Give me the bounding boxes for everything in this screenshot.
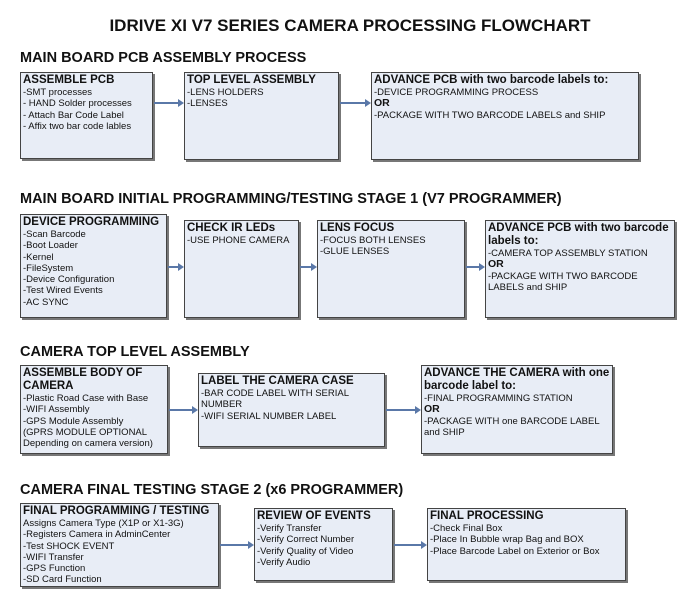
process-box-line: -Check Final Box xyxy=(430,523,503,534)
section-heading: CAMERA TOP LEVEL ASSEMBLY xyxy=(20,344,250,360)
process-box: ASSEMBLE BODY OF CAMERA-Plastic Road Cas… xyxy=(20,365,168,454)
flow-arrow xyxy=(386,406,421,414)
flow-arrow xyxy=(466,263,485,271)
process-box-line: -Place In Bubble wrap Bag and BOX xyxy=(430,534,584,546)
flow-arrow xyxy=(154,99,184,107)
process-box-line: -Verify Transfer xyxy=(257,523,322,534)
process-box-line: -WIFI Assembly xyxy=(23,404,90,416)
process-box-line: -FINAL PROGRAMMING STATION xyxy=(424,393,573,404)
process-box-title: ADVANCE PCB with two barcode labels to: xyxy=(488,222,669,247)
process-box-line: -BAR CODE LABEL WITH SERIAL NUMBER xyxy=(201,388,349,411)
process-box: TOP LEVEL ASSEMBLY-LENS HOLDERS-LENSES xyxy=(184,72,339,160)
flow-arrow xyxy=(394,541,427,549)
process-box-title: ADVANCE THE CAMERA with one barcode labe… xyxy=(424,367,610,392)
flow-arrow xyxy=(340,99,371,107)
process-box: FINAL PROCESSING -Check Final Box-Place … xyxy=(427,508,626,581)
process-box: ADVANCE PCB with two barcode labels to:-… xyxy=(371,72,639,160)
process-box: DEVICE PROGRAMMING-Scan Barcode-Boot Loa… xyxy=(20,214,167,318)
process-box: LABEL THE CAMERA CASE-BAR CODE LABEL WIT… xyxy=(198,373,385,447)
flowchart-title: IDRIVE XI V7 SERIES CAMERA PROCESSING FL… xyxy=(109,16,591,35)
process-box-line: - Affix two bar code lables xyxy=(23,120,132,132)
process-box-line: -Device Configuration xyxy=(23,274,115,286)
section-heading: MAIN BOARD PCB ASSEMBLY PROCESS xyxy=(20,50,307,66)
section-heading: CAMERA FINAL TESTING STAGE 2 (x6 PROGRAM… xyxy=(20,482,404,498)
process-box-line: -FOCUS BOTH LENSES xyxy=(320,235,426,246)
process-box-title: CHECK IR LEDs xyxy=(187,222,276,234)
process-box: ADVANCE PCB with two barcode labels to:-… xyxy=(485,220,675,318)
process-box-line: -Test Wired Events xyxy=(23,285,103,297)
process-box: REVIEW OF EVENTS-Verify Transfer-Verify … xyxy=(254,508,393,581)
process-box-line: -SD Card Function xyxy=(23,574,102,586)
process-box-title: DEVICE PROGRAMMING xyxy=(23,216,160,228)
process-box-title: ASSEMBLE PCB xyxy=(23,74,115,86)
process-box: ASSEMBLE PCB -SMT processes- HAND Solder… xyxy=(20,72,153,159)
flow-arrow xyxy=(169,406,198,414)
process-box-line: -Registers Camera in AdminCenter xyxy=(23,529,171,541)
process-box-line: -Scan Barcode xyxy=(23,229,86,240)
process-box-line: -Test SHOCK EVENT xyxy=(23,540,115,552)
process-box-line: -GPS Function xyxy=(23,563,86,575)
process-box-line: -AC SYNC xyxy=(23,296,69,308)
process-box-line: OR xyxy=(488,258,504,271)
process-box-line: -Verify Correct Number xyxy=(257,534,355,546)
process-box-line: -WIFI Transfer xyxy=(23,551,84,563)
process-box-line: -SMT processes xyxy=(23,87,92,98)
process-box-line: -PACKAGE WITH TWO BARCODE LABELS and SHI… xyxy=(374,109,606,121)
flow-arrow xyxy=(168,263,184,271)
process-box-title: LENS FOCUS xyxy=(320,222,395,234)
process-box-line: -Plastic Road Case with Base xyxy=(23,393,149,404)
process-box-line: -WIFI SERIAL NUMBER LABEL xyxy=(201,410,337,422)
process-box-line: - Attach Bar Code Label xyxy=(23,109,124,121)
process-box-line: -PACKAGE WITH TWO BARCODE LABELS and SHI… xyxy=(488,270,638,293)
flow-arrow xyxy=(300,263,317,271)
process-box-line: (GPRS MODULE OPTIONAL Depending on camer… xyxy=(23,426,153,450)
process-box-line: OR xyxy=(374,97,390,110)
process-box: CHECK IR LEDs-USE PHONE CAMERA xyxy=(184,220,299,318)
process-box-title: ASSEMBLE BODY OF CAMERA xyxy=(23,367,143,392)
process-box-title: FINAL PROGRAMMING / TESTING xyxy=(23,505,210,517)
process-box-line: -LENSES xyxy=(187,98,228,110)
process-box-line: -FileSystem xyxy=(23,262,74,274)
process-box-line: - HAND Solder processes xyxy=(23,98,132,110)
process-box-line: -Kernel xyxy=(23,251,54,263)
process-box-line: -LENS HOLDERS xyxy=(187,87,264,98)
process-box-line: -Place Barcode Label on Exterior or Box xyxy=(430,545,600,557)
process-box-line: -GLUE LENSES xyxy=(320,246,390,258)
process-box-line: -DEVICE PROGRAMMING PROCESS xyxy=(374,87,539,98)
process-box-line: -CAMERA TOP ASSEMBLY STATION xyxy=(488,248,648,259)
process-box-line: -PACKAGE WITH one BARCODE LABEL and SHIP xyxy=(424,415,600,438)
process-box-line: -Boot Loader xyxy=(23,240,78,252)
process-box-title: TOP LEVEL ASSEMBLY xyxy=(187,74,316,86)
process-box-line: -GPS Module Assembly xyxy=(23,415,124,427)
process-box-title: REVIEW OF EVENTS xyxy=(257,510,371,522)
process-box-title: FINAL PROCESSING xyxy=(430,510,544,522)
process-box: ADVANCE THE CAMERA with one barcode labe… xyxy=(421,365,613,454)
process-box-line: -Verify Audio xyxy=(257,556,311,568)
process-box-line: OR xyxy=(424,403,440,416)
process-box-title: LABEL THE CAMERA CASE xyxy=(201,375,354,387)
process-box-line: Assigns Camera Type (X1P or X1-3G) xyxy=(23,518,184,529)
process-box: LENS FOCUS-FOCUS BOTH LENSES-GLUE LENSES xyxy=(317,220,465,318)
process-box-title: ADVANCE PCB with two barcode labels to: xyxy=(374,74,609,86)
flow-arrow xyxy=(220,541,254,549)
section-heading: MAIN BOARD INITIAL PROGRAMMING/TESTING S… xyxy=(20,191,562,207)
process-box-line: -USE PHONE CAMERA xyxy=(187,235,290,246)
process-box-line: -Verify Quality of Video xyxy=(257,545,354,557)
